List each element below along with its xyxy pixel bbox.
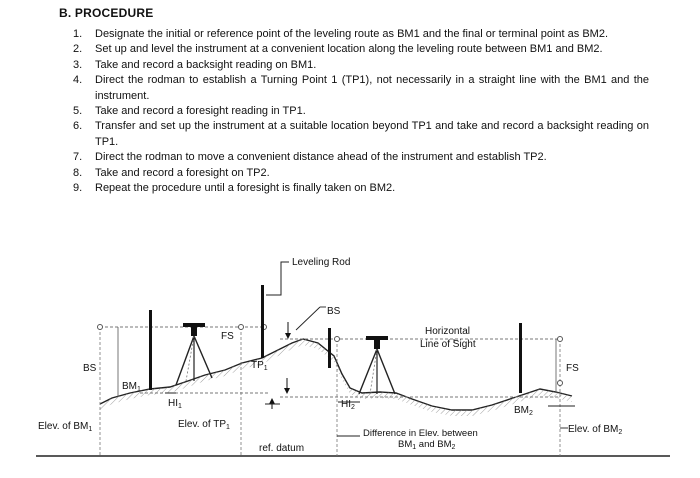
rod-bm2 <box>519 323 522 393</box>
procedure-step: 2. Set up and level the instrument at a c… <box>59 42 649 57</box>
section-heading: B. PROCEDURE <box>59 6 154 20</box>
label-bm2: BM2 <box>514 405 533 417</box>
label-hi1: HI1 <box>168 398 182 410</box>
label-ref-datum: ref. datum <box>259 443 304 454</box>
step-text: Take and record a foresight on TP2. <box>95 166 270 179</box>
rod-bm1 <box>149 310 152 390</box>
label-hi2: HI2 <box>341 399 355 411</box>
label-line-of-sight: Line of Sight <box>420 339 476 350</box>
dim-node <box>334 336 340 342</box>
step-number: 7. <box>73 151 83 164</box>
label-elev-tp1: Elev. of TP1 <box>178 419 230 431</box>
procedure-step: 8. Take and record a foresight on TP2. <box>59 166 649 181</box>
label-leveling-rod: Leveling Rod <box>292 257 350 268</box>
step-text: Set up and level the instrument at a con… <box>95 43 603 56</box>
step-text: Direct the rodman to move a convenient d… <box>95 151 547 164</box>
dim-node <box>238 324 244 330</box>
dim-node <box>557 380 563 386</box>
bs-leader <box>295 306 321 331</box>
rod-tp1 <box>261 285 264 358</box>
procedure-steps: 1. Designate the initial or reference poi… <box>59 27 649 196</box>
step-text: Transfer and set up the instrument at a … <box>95 120 649 148</box>
instrument-1 <box>175 323 213 386</box>
step-number: 8. <box>73 166 83 179</box>
step-number: 9. <box>73 182 83 195</box>
label-bs-left: BS <box>83 363 97 374</box>
step-text: Take and record a backsight reading on B… <box>95 58 317 71</box>
dim-node <box>97 324 103 330</box>
label-tp1: TP1 <box>251 360 268 372</box>
procedure-step: 9. Repeat the procedure until a foresight… <box>59 181 649 196</box>
dim-node <box>557 336 563 342</box>
step-text: Designate the initial or reference point… <box>95 28 609 40</box>
step-number: 1. <box>73 28 83 40</box>
procedure-step: 3. Take and record a backsight reading on… <box>59 58 649 73</box>
step-text: Repeat the procedure until a foresight i… <box>95 182 396 195</box>
procedure-step: 5. Take and record a foresight reading in… <box>59 104 649 119</box>
step-text: Direct the rodman to establish a Turning… <box>95 74 649 102</box>
rod-tp1-back <box>328 328 331 368</box>
procedure-step: 7. Direct the rodman to move a convenient… <box>59 150 649 165</box>
label-diff-line2: BM1 and BM2 <box>398 439 456 451</box>
step-number: 2. <box>73 43 83 56</box>
procedure-step: 6. Transfer and set up the instrument at … <box>59 119 649 150</box>
step-number: 4. <box>73 74 83 87</box>
label-diff-line1: Difference in Elev. between <box>363 428 478 439</box>
rod-leader <box>266 261 289 296</box>
label-fs-mid: FS <box>221 331 234 342</box>
step-text: Take and record a foresight reading in T… <box>95 105 306 118</box>
label-bm1: BM1 <box>122 381 141 393</box>
label-elev-bm1: Elev. of BM1 <box>38 421 92 433</box>
label-fs-right: FS <box>566 363 579 374</box>
step-number: 6. <box>73 120 83 133</box>
label-horizontal: Horizontal <box>425 326 470 337</box>
step-number: 5. <box>73 105 83 118</box>
label-elev-bm2: Elev. of BM2 <box>568 424 622 436</box>
procedure-step: 4. Direct the rodman to establish a Turni… <box>59 73 649 104</box>
step-number: 3. <box>73 58 83 71</box>
instrument-2 <box>358 336 396 395</box>
label-bs-top: BS <box>327 306 341 317</box>
procedure-step: 1. Designate the initial or reference poi… <box>59 27 649 42</box>
